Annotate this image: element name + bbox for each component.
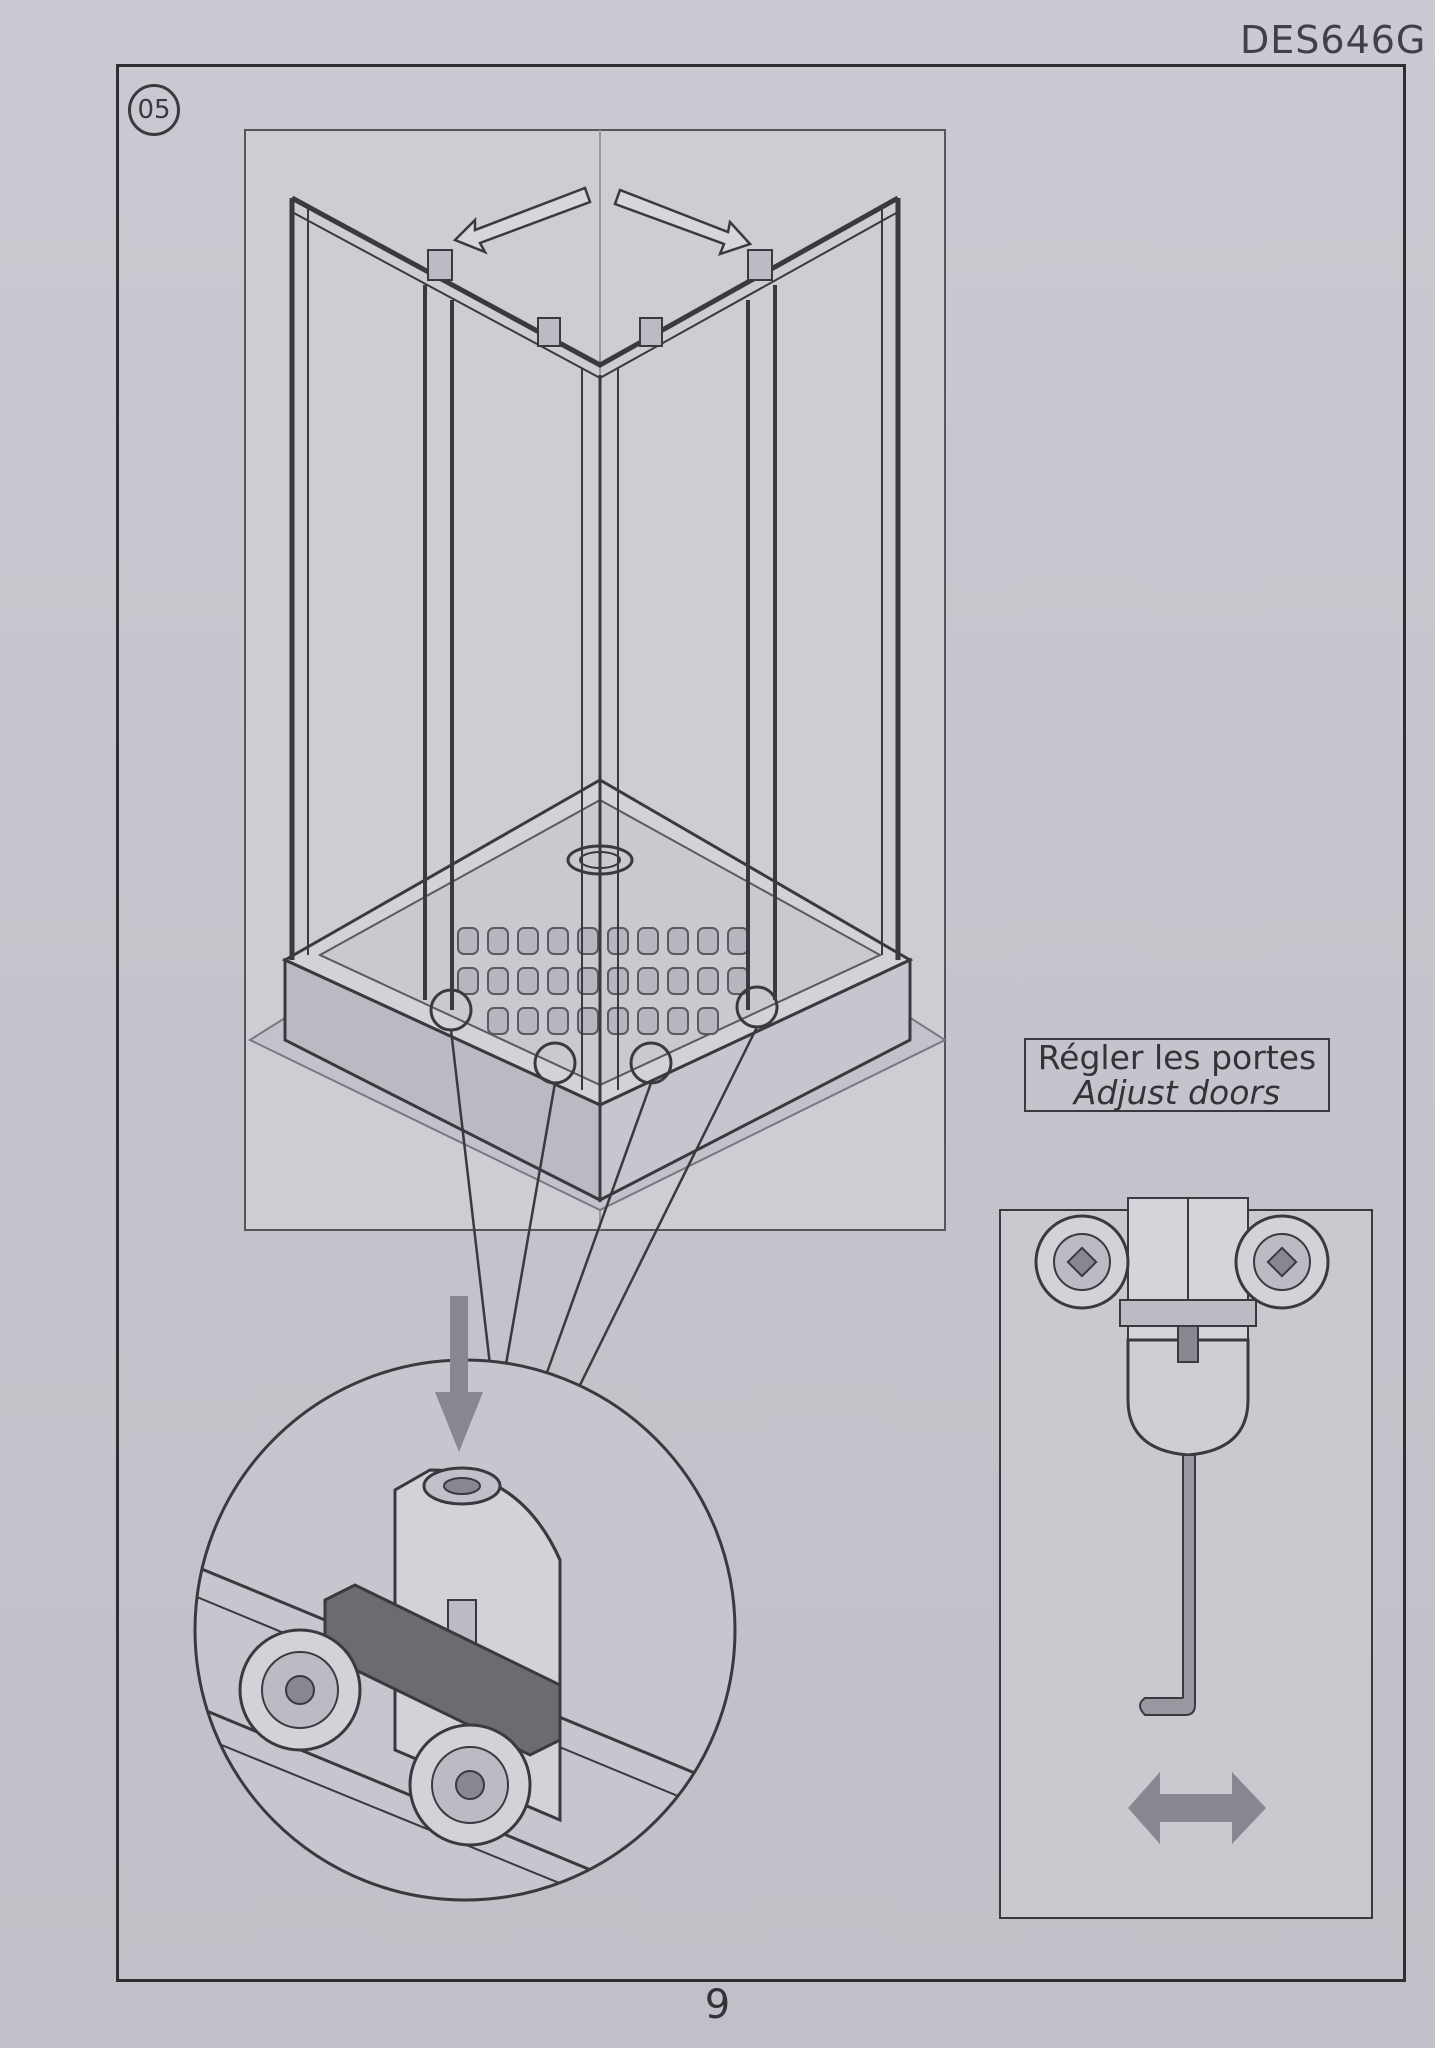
page-number: 9 [704, 1982, 731, 2028]
shower-enclosure-diagram [244, 129, 948, 1231]
allen-key-adjustment-panel [999, 1197, 1373, 1919]
adjust-doors-label: Régler les portes Adjust doors [1024, 1038, 1330, 1112]
label-english: Adjust doors [1073, 1073, 1281, 1112]
instruction-frame [116, 64, 1406, 1982]
allen-key-icon [1139, 1454, 1196, 1716]
roller-detail-magnified [193, 1358, 737, 1902]
roller-wheel-icon [1034, 1214, 1330, 1310]
tray-antislip-pattern [457, 927, 749, 1035]
leader-lines [449, 1026, 759, 1386]
label-french: Régler les portes [1037, 1038, 1317, 1077]
model-code: DES646G [1240, 18, 1427, 62]
step-number-badge: 05 [128, 84, 180, 136]
down-arrow-icon [435, 1296, 483, 1452]
slide-arrow-icon [452, 186, 753, 257]
double-arrow-icon [1128, 1772, 1266, 1844]
